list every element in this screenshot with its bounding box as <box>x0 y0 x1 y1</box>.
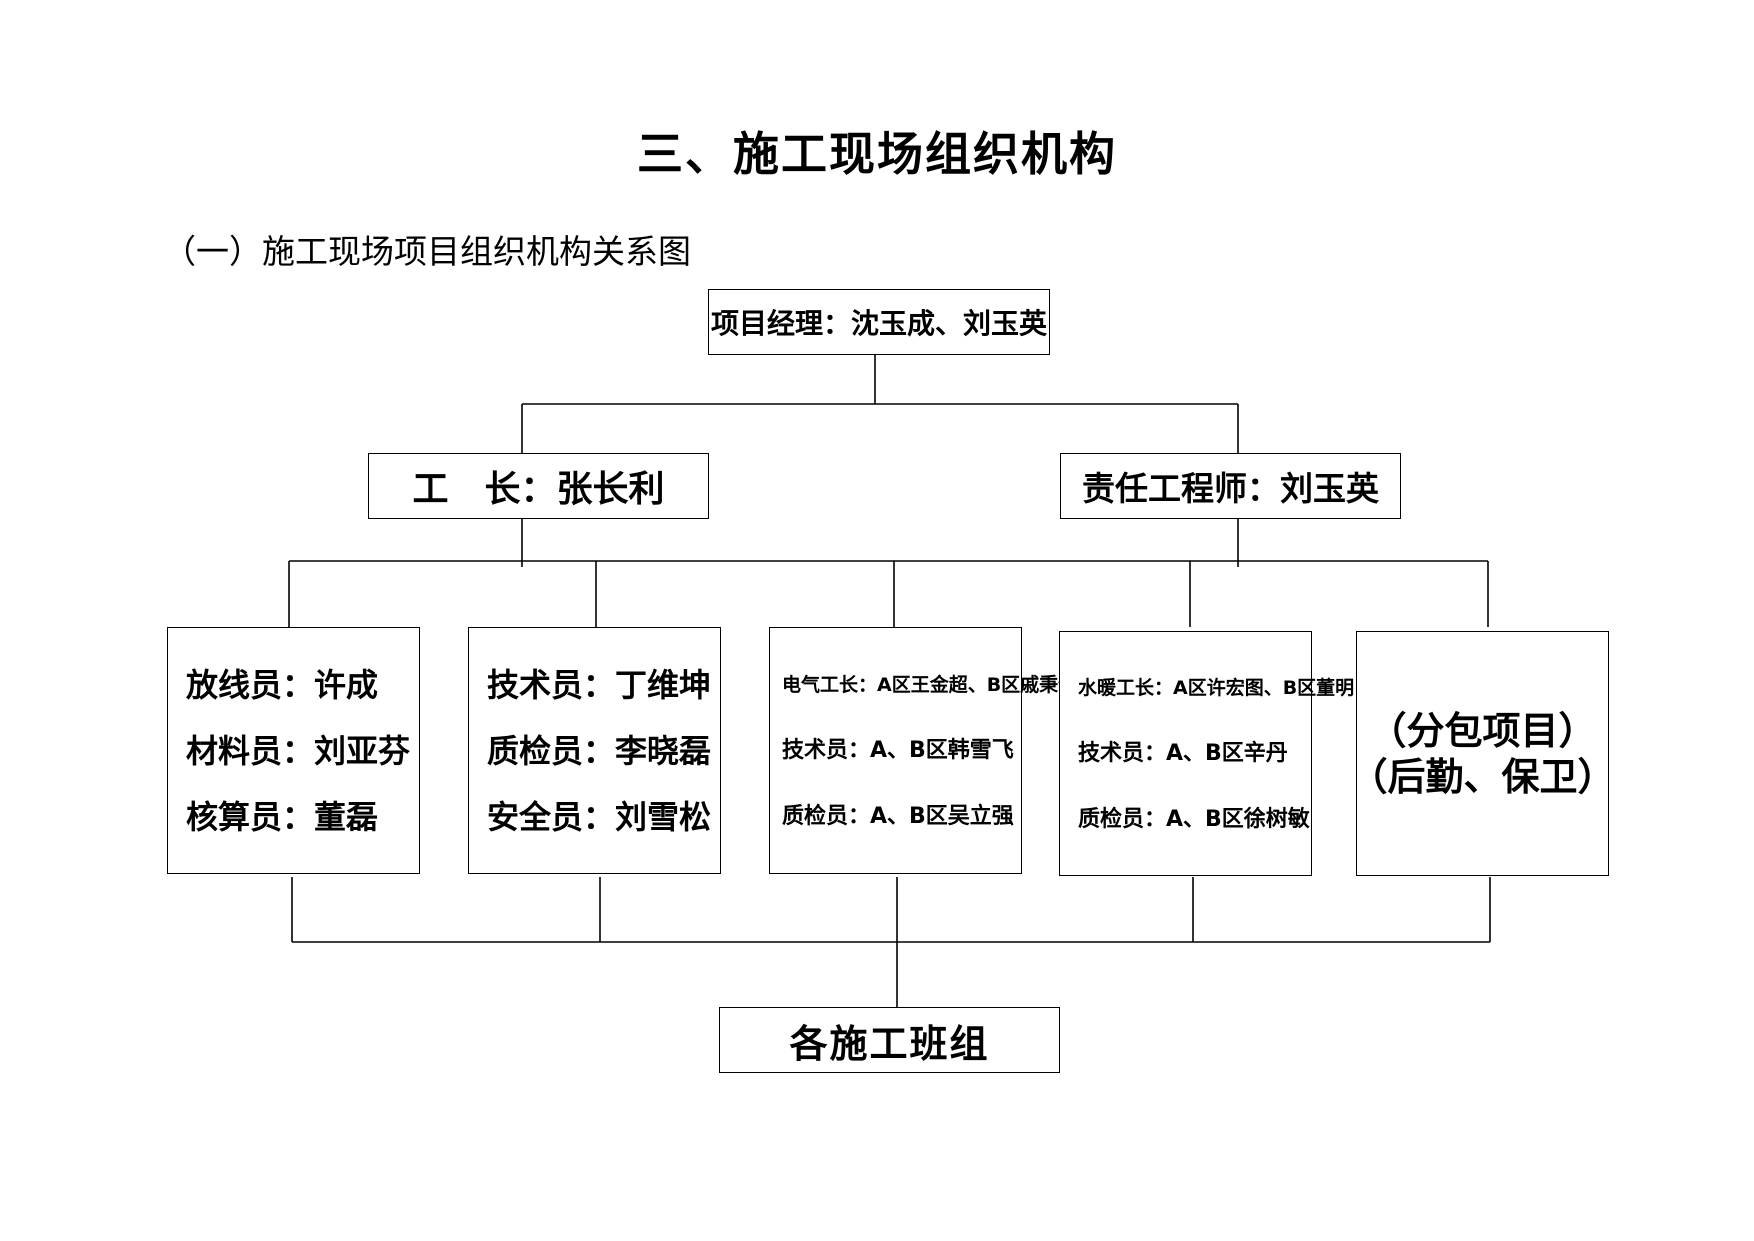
section-title: （一）施工现场项目组织机构关系图 <box>163 232 691 271</box>
engineer-label: 责任工程师：刘玉英 <box>1082 469 1379 508</box>
staff-line: 质检员：A、B区吴立强 <box>782 803 1014 829</box>
subcontract-line: （后勤、保卫） <box>1349 754 1616 799</box>
staff-line: 水暖工长：A区许宏图、B区董明 <box>1078 676 1355 699</box>
staff-line: 核算员：董磊 <box>186 797 379 836</box>
foreman-box: 工 长：张长利 <box>368 453 709 519</box>
engineer-box: 责任工程师：刘玉英 <box>1060 453 1401 519</box>
staff-line: 电气工长：A区王金超、B区戚秉全 <box>782 673 1078 696</box>
staff-line: 材料员：刘亚芬 <box>186 731 411 770</box>
page-title: 三、施工现场组织机构 <box>637 127 1117 181</box>
subcontract-box: （分包项目） （后勤、保卫） <box>1350 631 1616 876</box>
teams-label: 各施工班组 <box>789 1021 990 1066</box>
subcontract-line: （分包项目） <box>1368 708 1597 753</box>
foreman-label: 工 长：张长利 <box>412 469 665 510</box>
staff-line: 技术员：丁维坤 <box>487 665 712 704</box>
staff-line: 质检员：A、B区徐树敏 <box>1078 806 1310 832</box>
teams-box: 各施工班组 <box>719 1007 1060 1073</box>
staff-line: 技术员：A、B区韩雪飞 <box>782 737 1014 763</box>
plumbing-box: 水暖工长：A区许宏图、B区董明 技术员：A、B区辛丹 质检员：A、B区徐树敏 <box>1059 631 1355 876</box>
electrical-box: 电气工长：A区王金超、B区戚秉全 技术员：A、B区韩雪飞 质检员：A、B区吴立强 <box>769 627 1078 874</box>
project-manager-label: 项目经理：沈玉成、刘玉英 <box>710 307 1047 340</box>
staff-line: 安全员：刘雪松 <box>487 797 712 836</box>
staff-line: 技术员：A、B区辛丹 <box>1078 740 1288 766</box>
staff-box-1: 放线员：许成 材料员：刘亚芬 核算员：董磊 <box>167 627 420 874</box>
project-manager-box: 项目经理：沈玉成、刘玉英 <box>708 289 1050 355</box>
staff-box-2: 技术员：丁维坤 质检员：李晓磊 安全员：刘雪松 <box>468 627 721 874</box>
staff-line: 质检员：李晓磊 <box>487 731 712 770</box>
staff-line: 放线员：许成 <box>186 665 379 704</box>
